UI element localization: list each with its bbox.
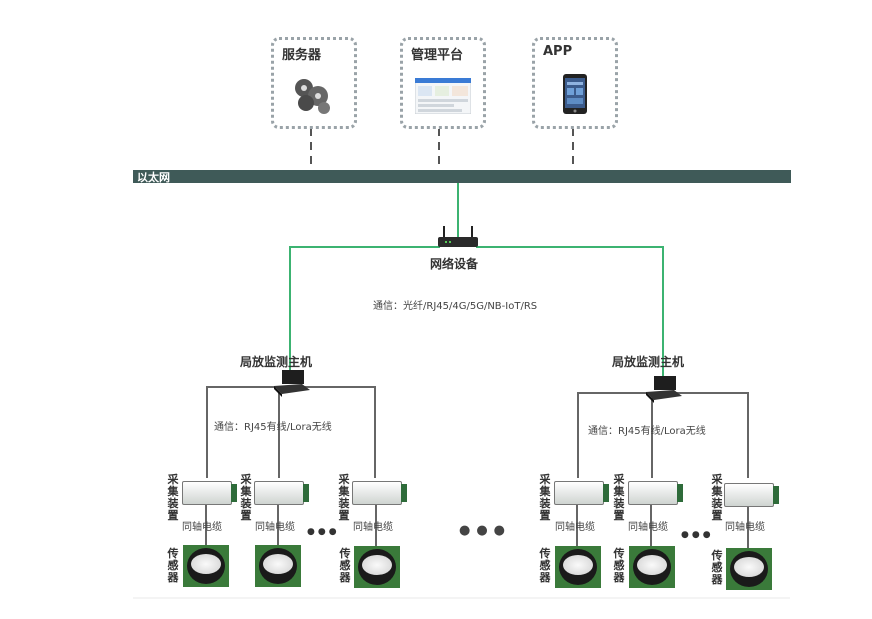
sensor-label: 传感器 xyxy=(167,547,179,584)
more-groups-dots: ●●● xyxy=(459,523,512,538)
collector-device xyxy=(254,481,309,505)
sensor-device xyxy=(629,546,675,588)
router-to-host-left-link xyxy=(289,246,440,377)
sensor-device xyxy=(183,545,229,587)
sensor-device xyxy=(255,545,301,587)
host-right-icon xyxy=(646,376,682,403)
platform-title: 管理平台 xyxy=(411,48,464,63)
sensor-device xyxy=(726,548,772,590)
collector-device xyxy=(352,481,407,505)
collector-label: 采集装置 xyxy=(240,473,252,522)
collector-device xyxy=(628,481,683,505)
collector-label: 采集装置 xyxy=(613,473,625,522)
collector-label: 采集装置 xyxy=(167,473,179,522)
host-left-icon xyxy=(274,370,310,397)
host-right-comm: 通信：RJ45有线/Lora无线 xyxy=(588,426,706,437)
collector-device xyxy=(182,481,237,505)
app-box: APP xyxy=(532,37,618,129)
cable-label: 同轴电缆 xyxy=(725,522,765,533)
collector-device xyxy=(724,483,779,507)
server-icon xyxy=(295,79,330,114)
network-comm-label: 通信：光纤/RJ45/4G/5G/NB-IoT/RS xyxy=(373,301,538,312)
router-to-host-right-link xyxy=(476,246,664,377)
host-left-label: 局放监测主机 xyxy=(240,355,313,369)
host-left-comm: 通信：RJ45有线/Lora无线 xyxy=(214,422,332,433)
left-tree-left xyxy=(206,386,278,478)
cable-label: 同轴电缆 xyxy=(628,522,668,533)
router-icon xyxy=(438,226,478,247)
network-device-label: 网络设备 xyxy=(430,257,479,271)
sensor-device xyxy=(354,546,400,588)
cable-label: 同轴电缆 xyxy=(353,522,393,533)
host-right-label: 局放监测主机 xyxy=(612,355,685,369)
ethernet-bus-label: 以太网 xyxy=(137,171,170,184)
phone-icon xyxy=(563,74,587,114)
more-dots-right: ●●● xyxy=(681,530,714,540)
collector-device xyxy=(554,481,609,505)
dashboard-icon xyxy=(415,78,471,114)
left-tree-right xyxy=(302,386,376,478)
collector-label: 采集装置 xyxy=(539,473,551,522)
ethernet-bus: 以太网 xyxy=(133,170,791,184)
right-tree-left xyxy=(577,392,650,478)
collector-label: 采集装置 xyxy=(711,473,723,522)
server-box: 服务器 xyxy=(271,37,357,129)
cable-label: 同轴电缆 xyxy=(555,522,595,533)
platform-box: 管理平台 xyxy=(400,37,486,129)
sensor-label: 传感器 xyxy=(339,547,351,584)
server-title: 服务器 xyxy=(282,48,322,63)
sensor-label: 传感器 xyxy=(539,547,551,584)
more-dots-left: ●●● xyxy=(307,527,340,537)
cable-label: 同轴电缆 xyxy=(255,522,295,533)
sensor-device xyxy=(555,546,601,588)
sensor-label: 传感器 xyxy=(711,549,723,586)
collector-label: 采集装置 xyxy=(338,473,350,522)
cable-label: 同轴电缆 xyxy=(182,522,222,533)
sensor-label: 传感器 xyxy=(613,547,625,584)
app-title: APP xyxy=(543,44,573,59)
right-tree-right xyxy=(676,392,749,478)
